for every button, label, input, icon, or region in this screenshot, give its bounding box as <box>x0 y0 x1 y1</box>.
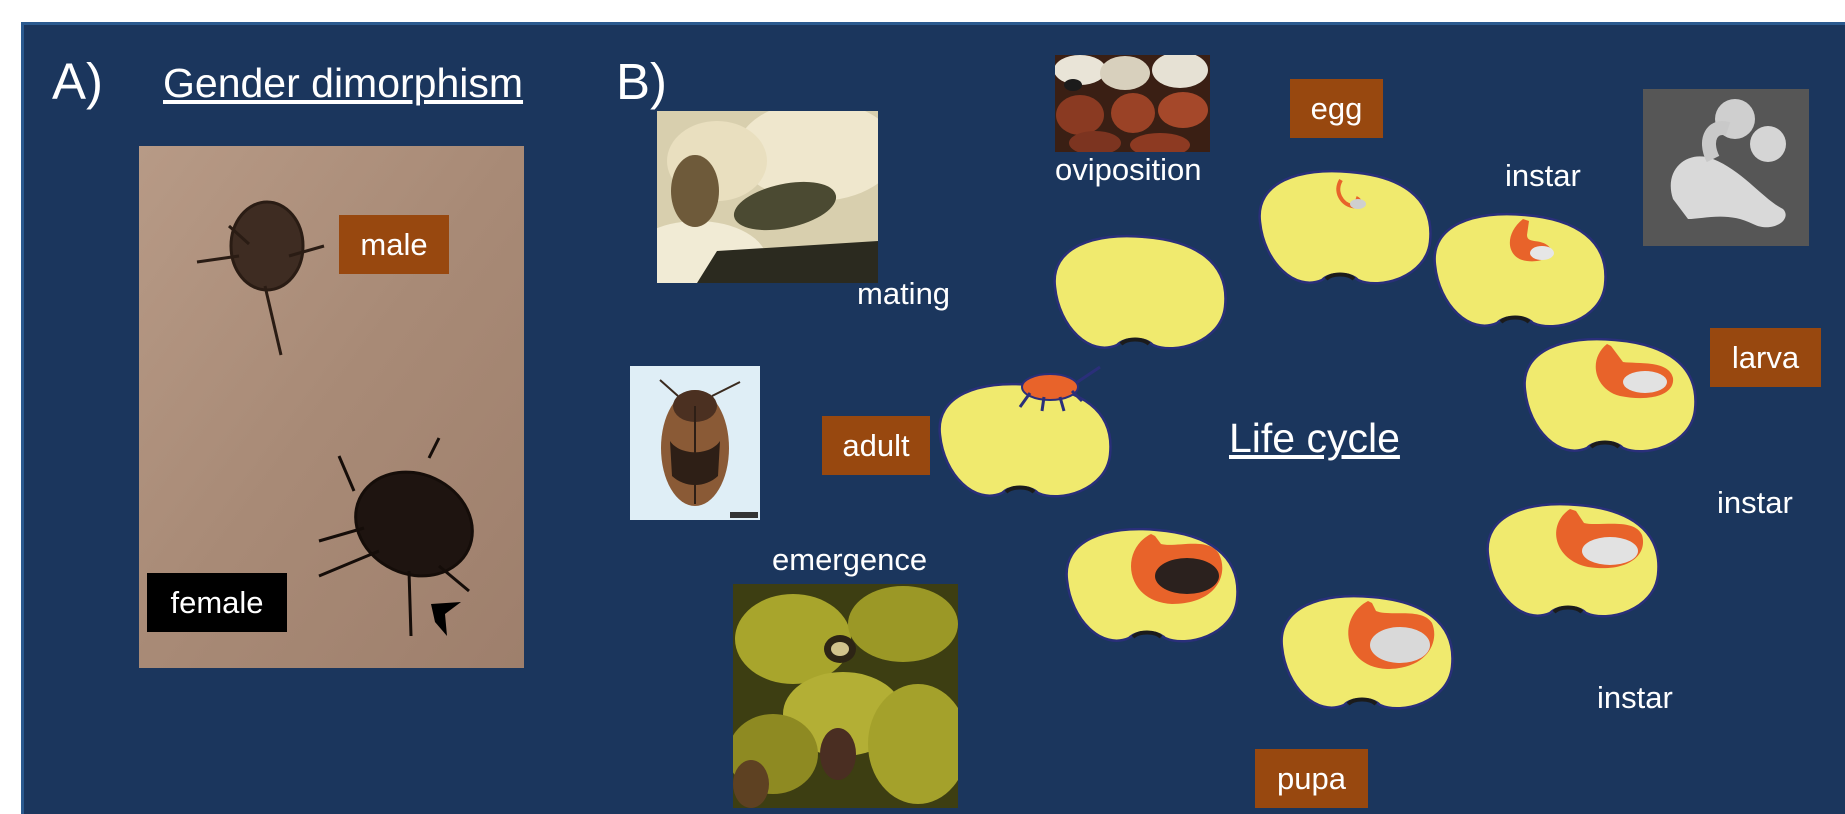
instar-label-1: instar <box>1505 160 1581 191</box>
seed-instar-1 <box>1435 214 1606 326</box>
instar-label-3: instar <box>1597 682 1673 713</box>
egg-label: egg <box>1290 79 1383 138</box>
seed-pupa <box>1282 596 1453 708</box>
adult-label: adult <box>822 416 930 475</box>
emergence-label: emergence <box>772 544 927 575</box>
larvae-photo <box>1643 89 1809 246</box>
emergence-photo <box>733 584 958 808</box>
mating-label: mating <box>857 278 950 309</box>
mating-photo <box>657 111 878 283</box>
seed-egg <box>1260 171 1431 283</box>
seed-larva <box>1525 339 1696 451</box>
pupa-label: pupa <box>1255 749 1368 808</box>
instar-label-2: instar <box>1717 487 1793 518</box>
larva-label: larva <box>1710 328 1821 387</box>
seed-instar-2 <box>1488 504 1659 616</box>
seed-empty <box>1055 236 1226 348</box>
oviposition-label: oviposition <box>1055 154 1201 185</box>
seed-adult <box>940 367 1111 496</box>
seed-pre-emergence <box>1067 529 1238 641</box>
beans-photo <box>1055 55 1210 152</box>
adult-beetle-photo <box>630 366 760 520</box>
